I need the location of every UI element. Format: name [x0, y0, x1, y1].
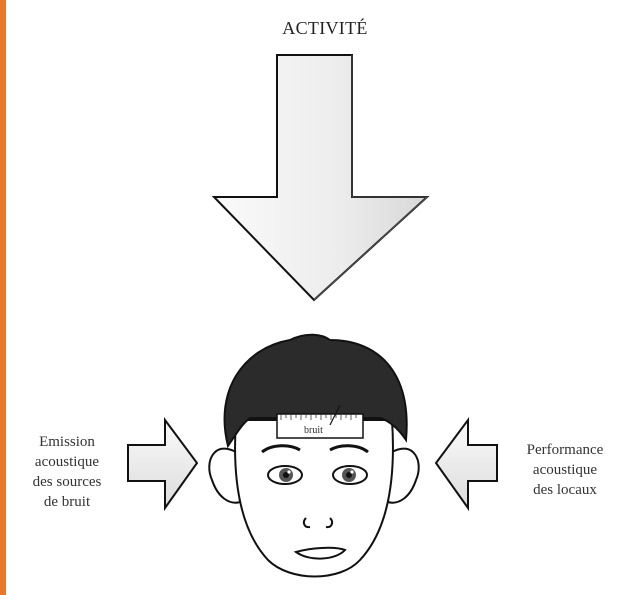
right-eye	[333, 466, 367, 484]
left-eye	[268, 466, 302, 484]
right-arrow-icon	[128, 420, 197, 508]
ruler-label: bruit	[304, 425, 323, 436]
face-illustration	[209, 335, 418, 577]
down-arrow-icon	[214, 55, 427, 300]
left-arrow-icon	[436, 420, 497, 508]
